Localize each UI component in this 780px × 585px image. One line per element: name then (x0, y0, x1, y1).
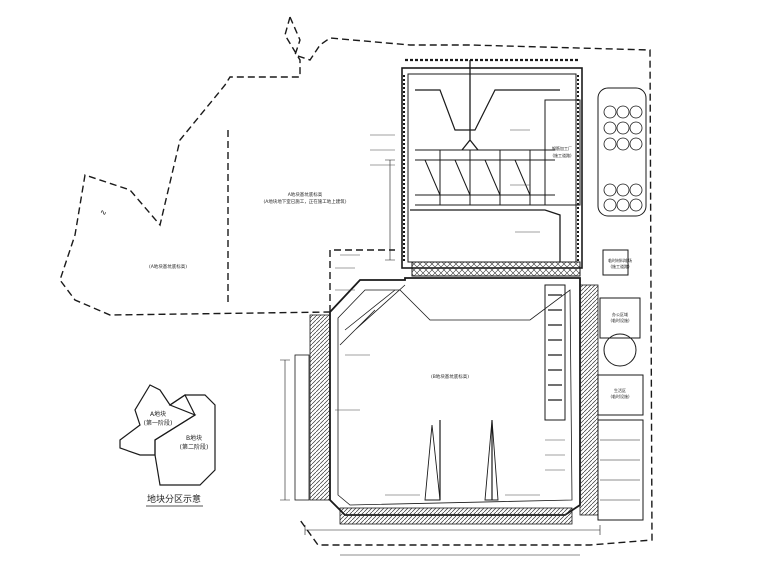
key-plan-zone-a-line1: A地块 (150, 410, 166, 418)
yard-1-line2: (施工道路) (552, 152, 572, 158)
a-zone-upper-label-line1: A地块基坑底标高 (288, 191, 323, 198)
b-zone-label: (B地块基坑底标高) (431, 373, 469, 380)
yard-3-line2: (临时设施) (610, 317, 630, 323)
b-zone-right-wall (579, 284, 599, 516)
right-ancillary-area (597, 87, 647, 521)
site-boundary (59, 16, 653, 546)
b-zone-bottom-wall (339, 507, 573, 525)
yard-4-line2: (临时设施) (610, 393, 630, 399)
yard-1-line1: 钢筋加工厂 (552, 145, 572, 151)
a-zone-upper-label-line2: (A地块地下室已施工，正在施工地上建筑) (263, 198, 346, 205)
a-zone-lower-label: (A地块基坑底标高) (149, 263, 187, 270)
key-plan-zone-a-line2: (第一阶段) (144, 419, 173, 427)
key-plan: A地块 (第一阶段) B地块 (第二阶段) 地块分区示意 (119, 384, 216, 507)
yard-2-line1: 临时材料堆场 (608, 257, 632, 263)
key-plan-zone-b-line2: (第二阶段) (180, 443, 209, 451)
key-plan-title: 地块分区示意 (147, 493, 201, 505)
annotation-ticks (335, 129, 565, 496)
retaining-wall-band (411, 261, 581, 277)
yard-2-line2: (施工道路) (610, 263, 630, 269)
b-zone-pit (329, 277, 581, 516)
key-plan-zone-b-line1: B地块 (186, 434, 202, 442)
yard-3-line1: 办公区域 (612, 311, 628, 317)
b-zone-left-wall (294, 314, 331, 501)
north-marker: ∿ (100, 208, 107, 217)
dimension-lines (280, 159, 601, 556)
a-zone-upper-structure (401, 58, 583, 269)
yard-4-line1: 生活区 (614, 387, 626, 393)
key-plan-zone-b-outline (154, 394, 216, 486)
